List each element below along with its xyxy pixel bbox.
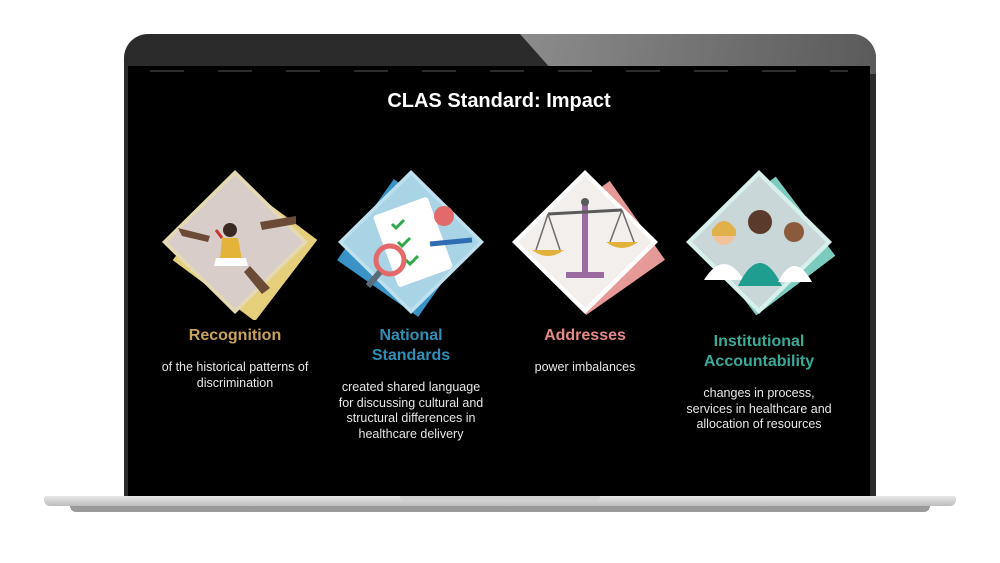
card-heading: Addresses: [544, 327, 626, 344]
card-heading: Institutional Accountability: [703, 333, 815, 370]
card-institutional-accountability: Institutional Accountability changes in …: [674, 170, 844, 433]
card-description: of the historical patterns of discrimina…: [161, 360, 309, 390]
person-pointed-at-icon: [162, 170, 318, 320]
healthcare-workers-icon: [686, 170, 836, 316]
card-description: changes in process, services in healthca…: [686, 386, 832, 431]
card-art: [150, 170, 320, 320]
screen-top-dashes: [150, 70, 848, 72]
card-heading: National Standards: [371, 327, 451, 364]
card-description: created shared language for discussing c…: [338, 380, 484, 441]
laptop-screen: CLAS Standard: Impact Recognition of the…: [128, 66, 870, 498]
slide-title: CLAS Standard: Impact: [387, 90, 611, 112]
card-national-standards: National Standards created shared langua…: [326, 170, 496, 442]
laptop-base-bottom: [70, 506, 930, 512]
card-art: [326, 170, 496, 320]
card-art: [674, 170, 844, 320]
card-heading: Recognition: [188, 327, 282, 344]
card-description: power imbalances: [534, 360, 636, 374]
laptop-notch: [400, 496, 600, 502]
card-addresses: Addresses power imbalances: [500, 170, 670, 376]
checklist-magnifier-icon: [337, 170, 484, 317]
card-art: [500, 170, 670, 320]
card-recognition: Recognition of the historical patterns o…: [150, 170, 320, 391]
balance-scale-icon: [512, 170, 665, 315]
